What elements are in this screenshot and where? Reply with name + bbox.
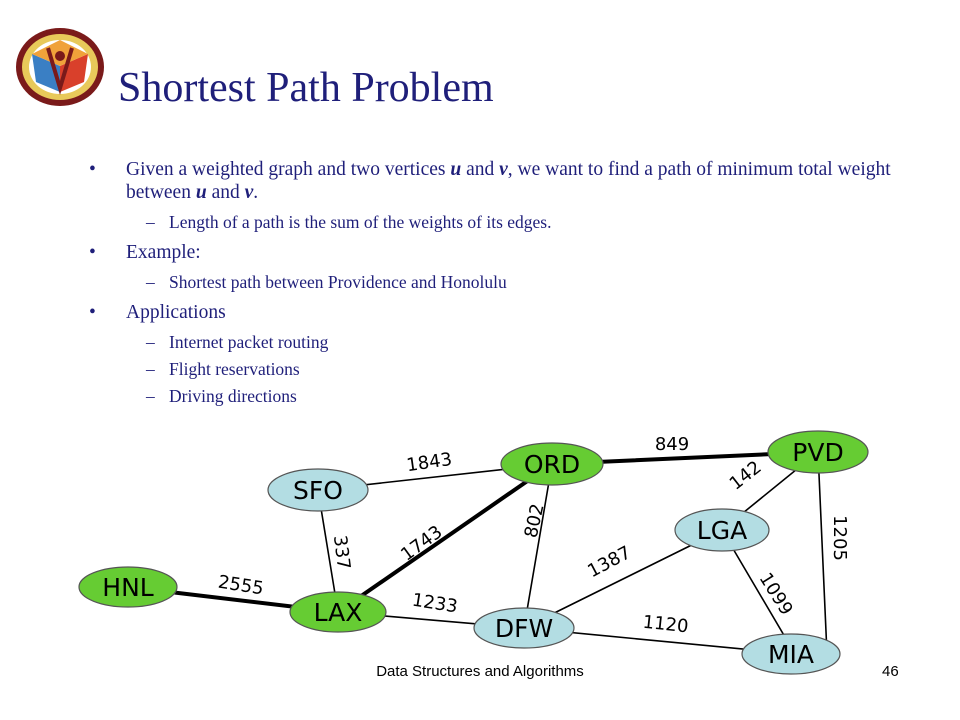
slide-body: • Given a weighted graph and two vertice…	[86, 158, 946, 413]
bullet-dot-icon: •	[89, 242, 96, 263]
sub-bullet-path-length: – Length of a path is the sum of the wei…	[146, 212, 552, 232]
sub-bullet-application: – Internet packet routing	[146, 332, 329, 352]
edge-label-hnl-lax: 2555	[217, 572, 266, 600]
node-dfw: DFW	[473, 607, 575, 649]
edge-label-dfw-mia: 1120	[642, 612, 690, 638]
sub-bullet-example-path: – Shortest path between Providence and H…	[146, 272, 507, 292]
dash-icon: –	[146, 212, 155, 232]
university-logo	[16, 28, 104, 106]
edge-label-ord-pvd: 849	[655, 434, 689, 455]
node-label-ord: ORD	[524, 450, 580, 479]
node-sfo: SFO	[267, 468, 369, 512]
node-hnl: HNL	[78, 566, 178, 608]
node-label-mia: MIA	[768, 640, 814, 669]
edge-pvd-mia	[817, 451, 828, 655]
edge-label-lax-dfw: 1233	[411, 590, 460, 618]
slide-footer: Data Structures and Algorithms	[376, 663, 584, 680]
edge-dfw-lga	[523, 529, 723, 629]
dash-icon: –	[146, 332, 155, 352]
bullet-problem-statement: • Given a weighted graph and two vertice…	[89, 159, 891, 203]
edge-label-lax-ord: 1743	[397, 522, 446, 566]
node-label-sfo: SFO	[293, 476, 343, 505]
node-label-dfw: DFW	[495, 614, 553, 643]
dash-icon: –	[146, 386, 155, 406]
node-label-hnl: HNL	[102, 573, 154, 602]
node-lax: LAX	[289, 591, 387, 633]
node-label-lax: LAX	[314, 598, 363, 627]
node-pvd: PVD	[767, 430, 869, 474]
edge-ord-dfw	[523, 463, 553, 629]
slide-title: Shortest Path Problem	[118, 65, 494, 111]
edge-label-lga-pvd: 142	[726, 457, 766, 495]
sub-bullet-application: – Driving directions	[146, 386, 297, 406]
node-ord: ORD	[500, 442, 604, 486]
bullet-applications: • Applications	[89, 302, 226, 323]
edge-label-ord-dfw: 802	[521, 502, 549, 540]
edge-label-lga-mia: 1099	[755, 569, 797, 619]
edge-label-sfo-lax: 337	[329, 534, 354, 571]
dash-icon: –	[146, 272, 155, 292]
edge-label-pvd-mia: 1205	[829, 515, 850, 561]
dash-icon: –	[146, 359, 155, 379]
graph-nodes: PVD ORD SFO LGA HNL LAX DFW MIA	[78, 430, 869, 675]
node-label-lga: LGA	[697, 516, 747, 545]
bullet-example: • Example:	[89, 242, 201, 263]
edge-lax-ord	[336, 462, 554, 614]
node-mia: MIA	[741, 633, 841, 675]
edge-label-sfo-ord: 1843	[405, 449, 453, 476]
node-lga: LGA	[674, 508, 770, 552]
page-number: 46	[882, 663, 899, 680]
bullet-dot-icon: •	[89, 159, 96, 180]
sub-bullet-application: – Flight reservations	[146, 359, 300, 379]
node-label-pvd: PVD	[792, 438, 843, 467]
bullet-dot-icon: •	[89, 302, 96, 323]
